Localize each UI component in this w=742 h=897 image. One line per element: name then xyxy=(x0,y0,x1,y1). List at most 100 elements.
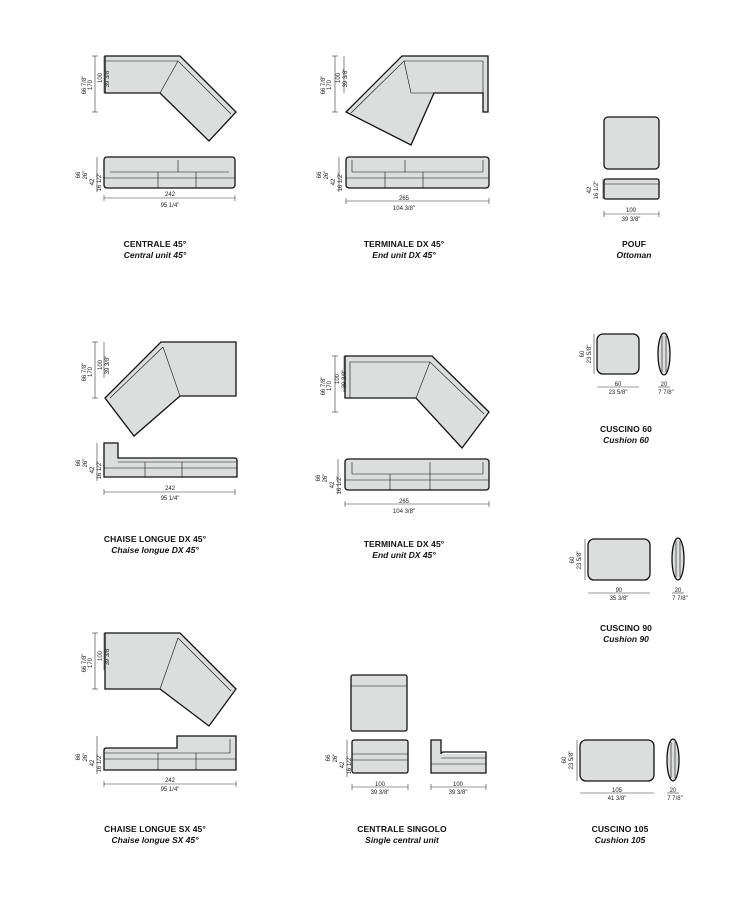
centrale-45-h-cm: 66 xyxy=(76,171,82,178)
terminale-a-depth-in: 66 7/8" xyxy=(321,76,327,95)
cuscino-60-w-cm: 60 xyxy=(615,382,622,388)
centrale-singolo-sh-cm: 42 xyxy=(340,761,346,768)
terminale-b-sh-in: 16 1/2" xyxy=(337,476,343,495)
terminale-b-seat-cm: 100 xyxy=(335,373,341,384)
chaise-sx-sh-in: 16 1/2" xyxy=(97,754,103,773)
chaise-sx-seat-cm: 100 xyxy=(98,650,104,661)
pouf-sh-cm: 42 xyxy=(587,186,593,193)
terminale-b-h-in: 26" xyxy=(323,474,329,483)
terminale-b-subtitle: End unit DX 45° xyxy=(372,550,436,560)
centrale-singolo-subtitle: Single central unit xyxy=(365,835,439,845)
terminale-a-w-in: 104 3/8" xyxy=(393,206,415,212)
pouf-subtitle: Ottoman xyxy=(616,250,652,260)
centrale-singolo-h-in: 26" xyxy=(333,754,339,763)
chaise-sx-h-in: 26" xyxy=(83,753,89,762)
pouf-sh-in: 16 1/2" xyxy=(594,181,600,200)
centrale-45-title: CENTRALE 45° xyxy=(123,239,187,249)
terminale-a-seat-cm: 100 xyxy=(336,72,342,83)
centrale-45-depth-in: 66 7/8" xyxy=(82,76,88,95)
terminale-a-h-cm: 66 xyxy=(317,171,323,178)
chaise-sx-w-cm: 242 xyxy=(165,778,176,784)
cuscino-90-w-cm: 90 xyxy=(616,588,623,594)
chaise-dx-seat-in: 39 3/8" xyxy=(105,356,111,375)
chaise-dx-title: CHAISE LONGUE DX 45° xyxy=(103,534,207,544)
centrale-singolo-w2-cm: 100 xyxy=(453,782,464,788)
chaise-dx-h-cm: 66 xyxy=(76,459,82,466)
centrale-singolo-title: CENTRALE SINGOLO xyxy=(357,824,447,834)
cuscino-90-title: CUSCINO 90 xyxy=(599,623,652,633)
centrale-45-w-cm: 242 xyxy=(165,192,176,198)
terminale-b-depth-in: 66 7/8" xyxy=(321,377,327,396)
chaise-dx-w-cm: 242 xyxy=(165,486,176,492)
chaise-dx-subtitle: Chaise longue DX 45° xyxy=(111,545,199,555)
cuscino-90-t-cm: 20 xyxy=(675,588,682,594)
cuscino-90-h-cm: 60 xyxy=(570,556,576,563)
cuscino-105-w-cm: 105 xyxy=(612,788,623,794)
chaise-dx-sh-cm: 42 xyxy=(90,466,96,473)
chaise-dx-depth-cm: 170 xyxy=(88,366,94,377)
terminale-b-h-cm: 66 xyxy=(316,474,322,481)
centrale-45-w-in: 95 1/4" xyxy=(161,203,180,209)
cuscino-60-t-in: 7 7/8" xyxy=(658,390,673,396)
pouf-w-cm: 100 xyxy=(626,208,637,214)
chaise-dx-h-in: 26" xyxy=(83,459,89,468)
terminale-b-sh-cm: 42 xyxy=(330,481,336,488)
cuscino-60-title: CUSCINO 60 xyxy=(599,424,652,434)
chaise-sx-depth-cm: 170 xyxy=(88,657,94,668)
terminale-a-sh-cm: 42 xyxy=(331,178,337,185)
cuscino-60-h-in: 23 5/8" xyxy=(587,345,593,364)
cuscino-105-t-cm: 20 xyxy=(670,788,677,794)
terminale-a-seat-in: 39 3/8" xyxy=(343,69,349,88)
centrale-45-depth-cm: 170 xyxy=(88,79,94,90)
chaise-sx-seat-in: 39 3/8" xyxy=(105,647,111,666)
cuscino-90-h-in: 23 5/8" xyxy=(577,551,583,570)
cuscino-90-t-in: 7 7/8" xyxy=(672,596,687,602)
chaise-sx-w-in: 95 1/4" xyxy=(161,787,180,793)
chaise-dx-depth-in: 66 7/8" xyxy=(82,363,88,382)
centrale-45-seat-in: 39 3/8" xyxy=(105,69,111,88)
terminale-b-depth-cm: 170 xyxy=(327,380,333,391)
centrale-singolo-w-in: 39 3/8" xyxy=(371,790,390,796)
cuscino-90-subtitle: Cushion 90 xyxy=(603,634,649,644)
terminale-a-title: TERMINALE DX 45° xyxy=(363,239,445,249)
terminale-a-h-in: 26" xyxy=(324,171,330,180)
chaise-sx-h-cm: 66 xyxy=(76,753,82,760)
centrale-singolo-h-cm: 66 xyxy=(326,754,332,761)
chaise-dx-w-in: 95 1/4" xyxy=(161,496,180,502)
cuscino-60-h-cm: 60 xyxy=(580,350,586,357)
cuscino-105-h-in: 23 5/8" xyxy=(569,751,575,770)
centrale-singolo-w2-in: 39 3/8" xyxy=(449,790,468,796)
cuscino-90-w-in: 35 3/8" xyxy=(610,596,629,602)
terminale-a-depth-cm: 170 xyxy=(327,79,333,90)
cuscino-105-t-in: 7 7/8" xyxy=(667,796,682,802)
terminale-b-w-cm: 265 xyxy=(399,499,410,505)
chaise-sx-title: CHAISE LONGUE SX 45° xyxy=(104,824,206,834)
centrale-45-sh-cm: 42 xyxy=(90,178,96,185)
terminale-b-seat-in: 39 3/8" xyxy=(342,370,348,389)
terminale-a-subtitle: End unit DX 45° xyxy=(372,250,436,260)
centrale-45-h-in: 26" xyxy=(83,171,89,180)
centrale-45-sh-in: 16 1/2" xyxy=(97,173,103,192)
chaise-sx-depth-in: 66 7/8" xyxy=(82,654,88,673)
chaise-sx-subtitle: Chaise longue SX 45° xyxy=(111,835,199,845)
cuscino-105-title: CUSCINO 105 xyxy=(591,824,649,834)
cuscino-60-w-in: 23 5/8" xyxy=(609,390,628,396)
centrale-45-seat-cm: 100 xyxy=(98,72,104,83)
chaise-dx-sh-in: 16 1/2" xyxy=(97,461,103,480)
chaise-dx-seat-cm: 100 xyxy=(98,359,104,370)
terminale-b-w-in: 104 3/8" xyxy=(393,509,415,515)
terminale-a-sh-in: 16 1/2" xyxy=(338,173,344,192)
cuscino-60-subtitle: Cushion 60 xyxy=(603,435,649,445)
pouf-title: POUF xyxy=(621,239,646,249)
terminale-b-title: TERMINALE DX 45° xyxy=(363,539,445,549)
